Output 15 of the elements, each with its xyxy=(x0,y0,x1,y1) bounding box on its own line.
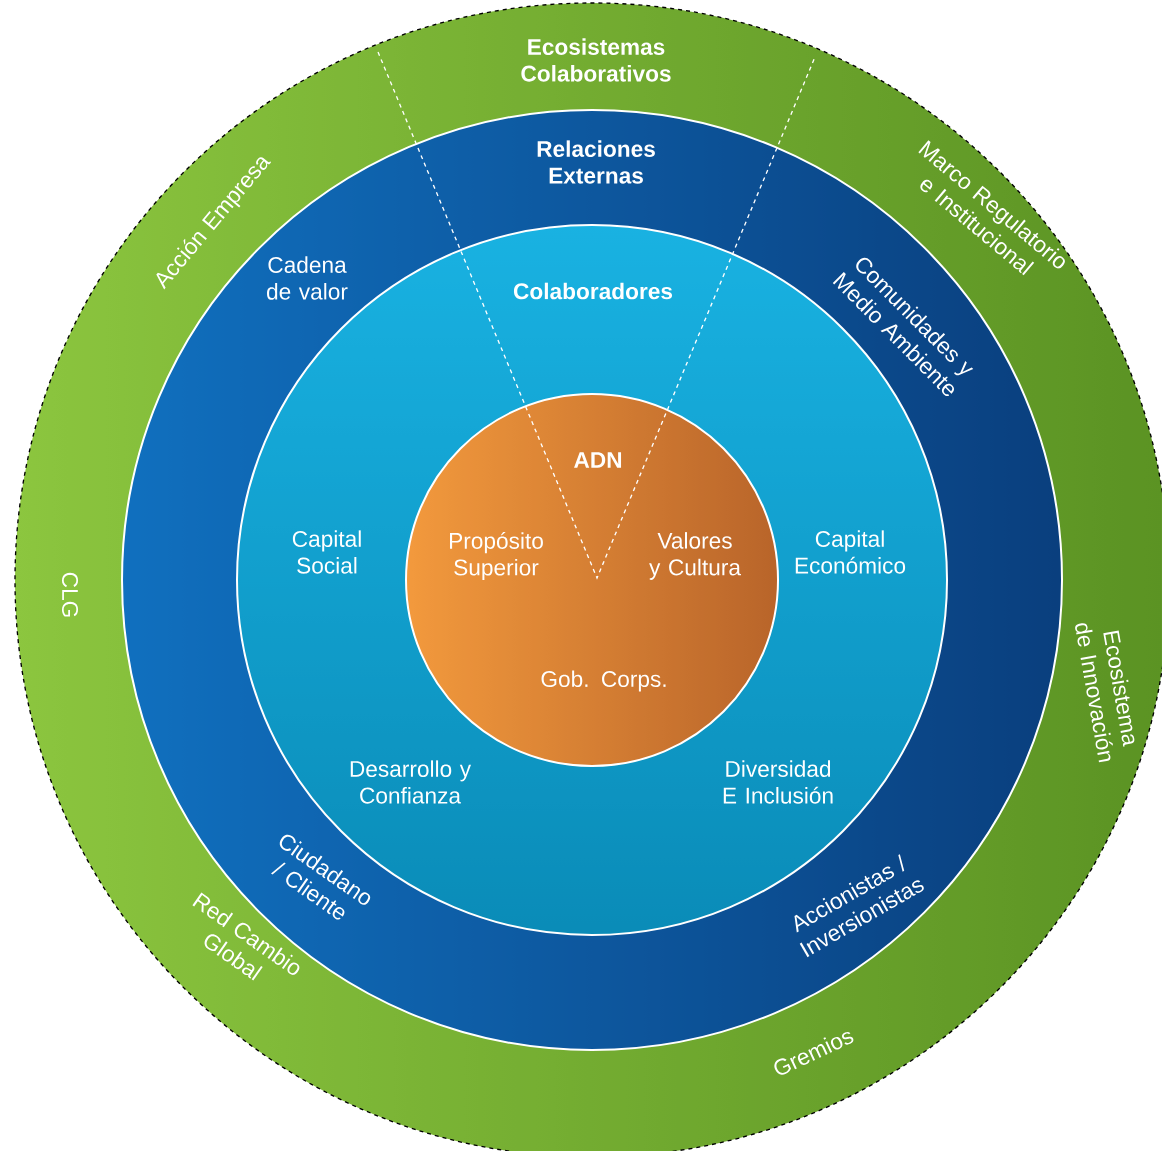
ring-label: Propósito Superior xyxy=(450,531,543,581)
ring-label: Desarrollo y Confianza xyxy=(350,760,471,804)
ring-label: Capital Social xyxy=(292,530,361,574)
ring-label: ADN xyxy=(574,452,622,468)
ring-label: Colaboradores xyxy=(513,282,673,300)
ring-label: Valores y Cultura xyxy=(649,532,741,580)
ring-label: Capital Económico xyxy=(795,530,906,574)
ring-label: Ecosistema de Innovación xyxy=(1075,623,1135,763)
ring-label: Ecosistemas Colaborativos xyxy=(521,38,671,82)
ring-label: CLG xyxy=(61,572,79,617)
ring-label: Relaciones Externas xyxy=(537,140,655,184)
ring-band xyxy=(14,2,1162,1151)
ring-label: Gob. Corps. xyxy=(541,670,666,692)
ring-label: Diversidad E Inclusión xyxy=(723,760,833,804)
ring-label: Cadena de valor xyxy=(267,256,348,300)
